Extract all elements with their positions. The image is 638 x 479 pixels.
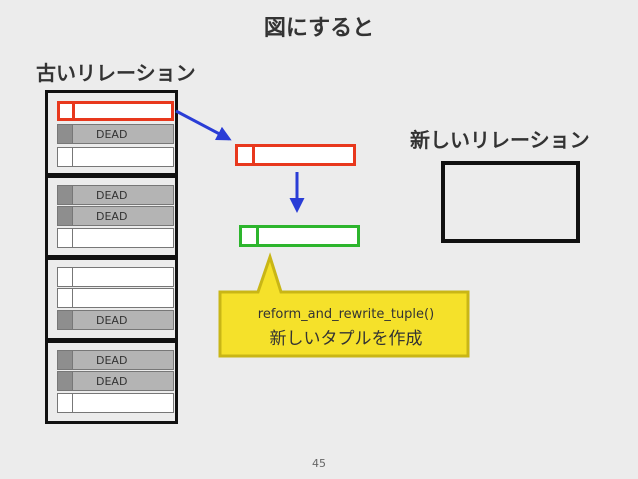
- line-pointer: [238, 147, 255, 163]
- line-pointer: [58, 351, 73, 369]
- live-tuple: [57, 228, 174, 248]
- old-relation-page-3: DEAD: [45, 257, 178, 341]
- line-pointer: [58, 372, 73, 390]
- live-tuple: [57, 267, 174, 287]
- line-pointer: [58, 125, 73, 143]
- line-pointer: [60, 104, 75, 118]
- dead-tuple: DEAD: [57, 350, 174, 370]
- rewritten-tuple: [239, 225, 360, 247]
- new-relation-box: [441, 161, 580, 243]
- line-pointer: [58, 207, 73, 225]
- line-pointer: [242, 228, 259, 244]
- line-pointer: [58, 148, 73, 166]
- new-relation-label: 新しいリレーション: [410, 128, 590, 152]
- page-number: 45: [312, 457, 326, 470]
- callout-function: reform_and_rewrite_tuple(): [257, 307, 435, 322]
- old-relation-label: 古いリレーション: [36, 61, 196, 85]
- slide-title: 図にすると: [263, 16, 375, 41]
- old-relation-page-2: DEAD DEAD: [45, 175, 178, 258]
- live-tuple: [57, 147, 174, 167]
- live-tuple: [57, 288, 174, 308]
- line-pointer: [58, 268, 73, 286]
- callout-text: reform_and_rewrite_tuple() 新しいタプルを作成: [226, 307, 466, 349]
- line-pointer: [58, 186, 73, 204]
- callout-bubble: [218, 252, 470, 358]
- tuple-being-moved: [57, 101, 174, 121]
- line-pointer: [58, 394, 73, 412]
- dead-tuple: DEAD: [57, 124, 174, 144]
- live-tuple: [57, 393, 174, 413]
- copied-tuple: [235, 144, 356, 166]
- old-relation-page-4: DEAD DEAD: [45, 340, 178, 424]
- dead-tuple: DEAD: [57, 206, 174, 226]
- dead-tuple: DEAD: [57, 185, 174, 205]
- old-relation-page-1: DEAD: [45, 90, 178, 176]
- line-pointer: [58, 311, 73, 329]
- line-pointer: [58, 289, 73, 307]
- arrow-to-copied-tuple: [175, 109, 232, 141]
- callout-description: 新しいタプルを作成: [269, 329, 423, 349]
- dead-tuple: DEAD: [57, 310, 174, 330]
- dead-tuple: DEAD: [57, 371, 174, 391]
- line-pointer: [58, 229, 73, 247]
